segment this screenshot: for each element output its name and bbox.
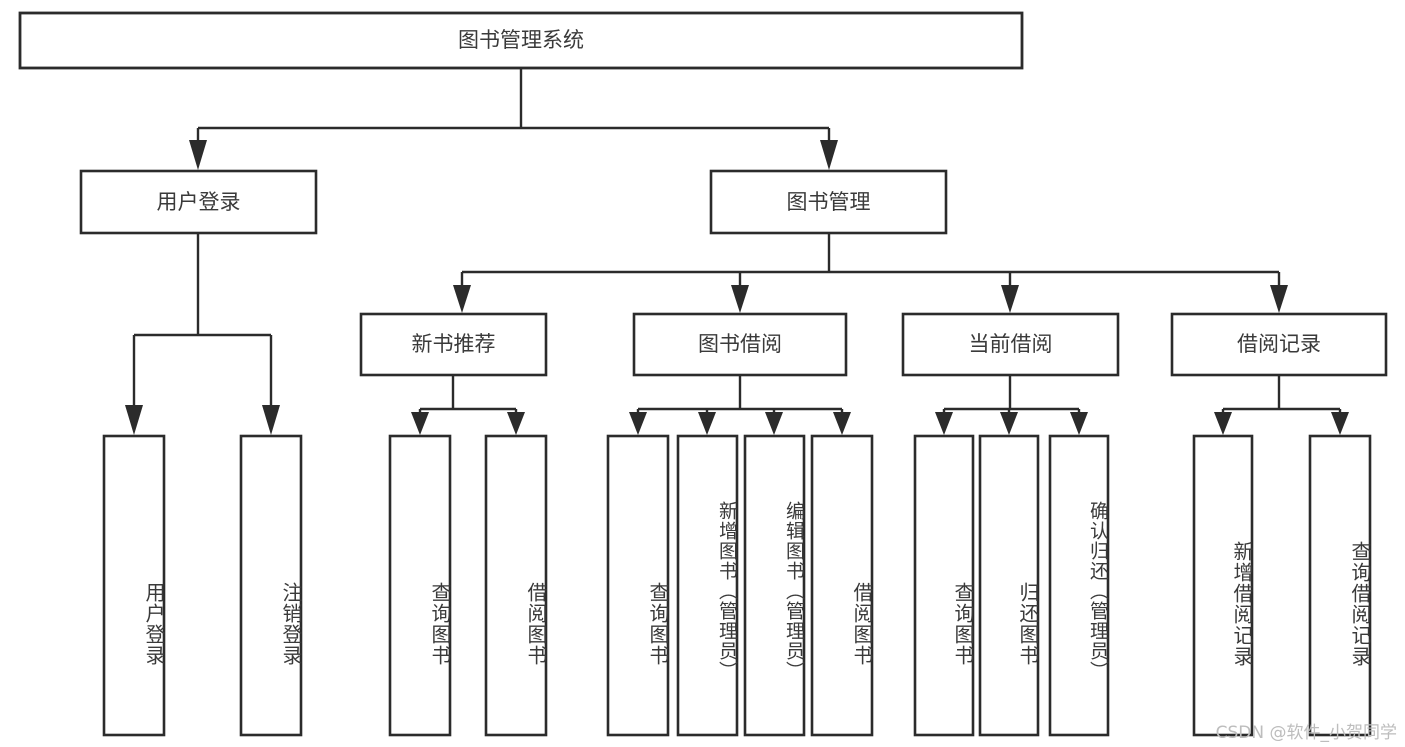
arrow-head-icon (1270, 285, 1288, 313)
arrow-head-icon (1331, 412, 1349, 435)
node-box-leaf[interactable] (102, 434, 166, 737)
node-box-new-book-recommend[interactable] (359, 312, 548, 377)
arrow-head-icon (820, 140, 838, 170)
node-box-leaf[interactable] (388, 434, 452, 737)
node-box-root[interactable] (18, 11, 1024, 70)
node-box-current-borrow[interactable] (901, 312, 1120, 377)
arrow-head-icon (698, 412, 716, 435)
arrow-head-icon (1001, 285, 1019, 313)
node-box-leaf[interactable] (484, 434, 548, 737)
arrow-head-icon (1214, 412, 1232, 435)
arrow-head-icon (507, 412, 525, 435)
node-box-book-borrow[interactable] (632, 312, 848, 377)
node-box-leaf[interactable] (810, 434, 874, 737)
arrow-head-icon (125, 405, 143, 435)
node-box-borrow-record[interactable] (1170, 312, 1388, 377)
node-box-leaf[interactable] (913, 434, 975, 737)
node-box-leaf[interactable] (978, 434, 1040, 737)
arrow-head-icon (833, 412, 851, 435)
node-box-leaf[interactable] (606, 434, 670, 737)
node-box-leaf[interactable] (239, 434, 303, 737)
arrow-head-icon (731, 285, 749, 313)
arrow-head-icon (1070, 412, 1088, 435)
node-box-leaf[interactable] (743, 434, 806, 737)
node-box-leaf[interactable] (1048, 434, 1110, 737)
arrow-head-icon (629, 412, 647, 435)
arrow-head-icon (935, 412, 953, 435)
arrow-head-icon (1000, 412, 1018, 435)
arrow-head-icon (765, 412, 783, 435)
arrow-head-icon (262, 405, 280, 435)
node-box-leaf[interactable] (1308, 434, 1372, 737)
arrow-head-icon (411, 412, 429, 435)
arrow-head-icon (189, 140, 207, 170)
node-box-book-management[interactable] (709, 169, 948, 235)
node-box-leaf[interactable] (1192, 434, 1254, 737)
node-box-user-login[interactable] (79, 169, 318, 235)
node-box-leaf[interactable] (676, 434, 739, 737)
arrow-head-icon (453, 285, 471, 313)
